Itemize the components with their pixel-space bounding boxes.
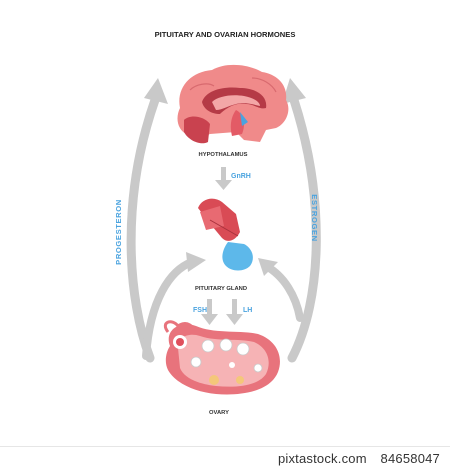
site-name: pixtastock.com	[277, 451, 367, 466]
ovary-label: OVARY	[209, 410, 229, 416]
fsh-label: FSH	[193, 307, 207, 314]
ovary-to-pituitary-arrow-left	[142, 258, 196, 360]
left-inner-arrowhead	[186, 252, 206, 272]
brain-illustration	[177, 64, 289, 144]
pituitary-gland-illustration	[198, 198, 253, 271]
ovary-illustration	[163, 320, 280, 395]
ovary-to-pituitary-arrow-right	[262, 262, 304, 322]
estrogen-label: ESTROGEN	[310, 194, 319, 241]
stock-footer: pixtastock.com 84658047	[0, 446, 450, 470]
diagram-title: PITUITARY AND OVARIAN HORMONES	[155, 30, 296, 39]
lh-arrow	[226, 299, 243, 325]
estrogen-feedback-arrow	[287, 95, 321, 363]
estrogen-arrowhead	[282, 78, 306, 104]
progesteron-label: PROGESTERON	[114, 199, 123, 265]
lh-label: LH	[243, 307, 252, 314]
hypothalamus-label: HYPOTHALAMUS	[199, 152, 248, 158]
gnrh-label: GnRH	[231, 173, 251, 180]
progesteron-arrowhead	[144, 78, 168, 104]
gnrh-arrow	[215, 167, 232, 190]
fsh-arrow	[201, 299, 218, 325]
right-inner-arrowhead	[258, 258, 278, 276]
image-id: 84658047	[380, 451, 440, 466]
pituitary-gland-label: PITUITARY GLAND	[195, 286, 247, 292]
progesteron-feedback-arrow	[126, 95, 160, 363]
watermark: pixtastock.com 84658047	[278, 451, 440, 466]
